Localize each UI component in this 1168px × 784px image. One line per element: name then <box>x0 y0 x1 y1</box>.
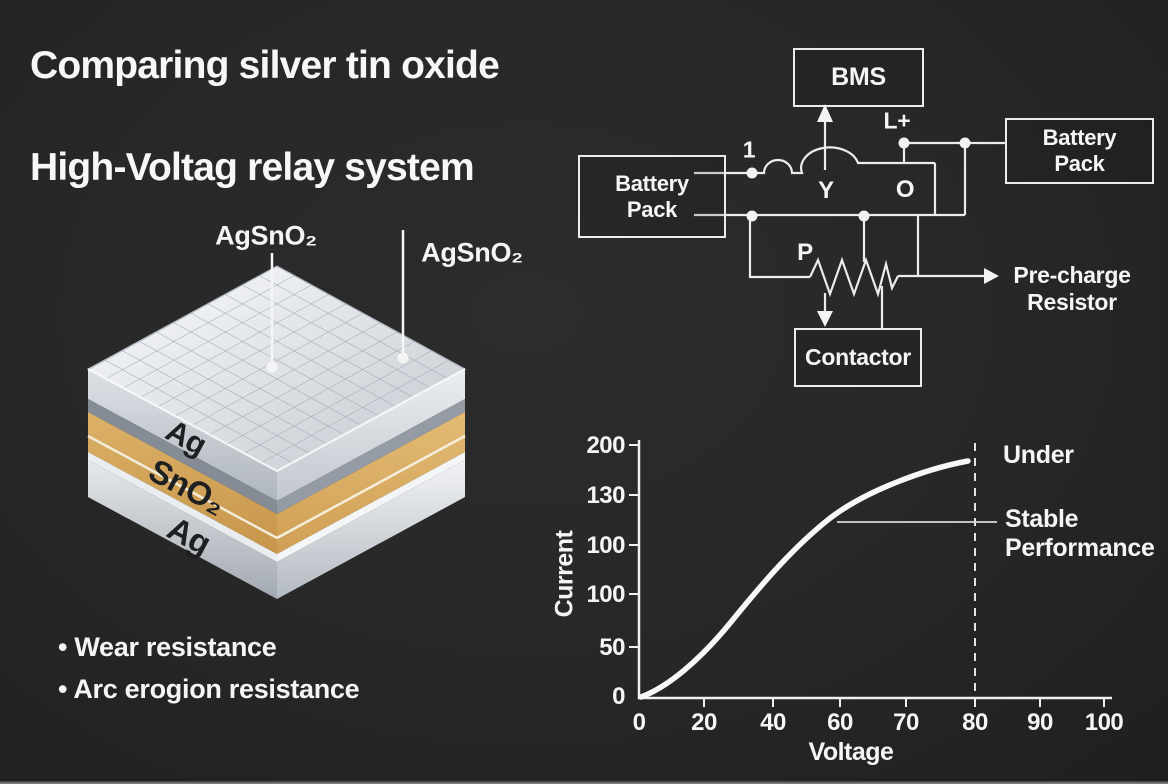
bottom-edge-strip <box>0 781 1168 784</box>
cube-top-rim <box>87 368 466 473</box>
x-tick-80: 80 <box>962 709 988 736</box>
circuit-junction-dots <box>746 104 999 327</box>
node-label-p: P <box>797 239 813 266</box>
cube-left-gold-layer <box>88 412 277 554</box>
material-cube <box>86 230 467 599</box>
current-voltage-curve <box>638 458 971 700</box>
cube-right-top-slab <box>277 369 465 501</box>
chart-axes <box>637 440 1112 700</box>
x-tick-70: 70 <box>893 709 919 736</box>
cube-left-bottom-slab <box>88 460 277 599</box>
battery-pack-left-box: Battery Pack <box>578 155 726 238</box>
x-axis-title: Voltage <box>808 738 894 766</box>
x-tick-60: 60 <box>827 709 853 736</box>
junction-dot-1 <box>746 167 758 179</box>
y-tick-200: 200 <box>586 432 625 459</box>
precharge-arrowhead <box>984 268 999 284</box>
callout-top-label: AgSnO₂ <box>215 220 317 251</box>
x-tick-90: 90 <box>1027 709 1053 736</box>
circuit-wires <box>694 114 1005 328</box>
junction-dot-bottom-mid <box>858 210 870 222</box>
y-tick-marks <box>629 444 639 648</box>
title-line-1: Comparing silver tin oxide <box>30 44 500 87</box>
precharge-resistor-label: Pre-charge Resistor <box>1013 262 1131 315</box>
annotation-stable-performance: Stable Performance <box>1005 505 1155 562</box>
node-label-1: 1 <box>742 136 756 163</box>
cube-right-gray-layer <box>277 399 465 514</box>
x-tick-100: 100 <box>1084 709 1124 736</box>
y-tick-100b: 100 <box>586 581 625 608</box>
x-tick-20: 20 <box>691 709 717 736</box>
y-tick-0: 0 <box>612 683 625 710</box>
node-label-o: O <box>895 176 915 203</box>
resistor-zigzag <box>809 256 899 298</box>
cube-right-gold-layer <box>277 412 465 554</box>
cube-left-top-slab <box>88 369 277 501</box>
title-line-2: High-Voltag relay system <box>30 146 475 189</box>
callout-right-dot <box>397 352 409 364</box>
battery-pack-right-box: Battery Pack <box>1005 118 1154 184</box>
node-label-y: Y <box>818 177 834 204</box>
chart-lines <box>629 440 1112 707</box>
cube-left-white-layer <box>88 452 277 562</box>
y-tick-50: 50 <box>599 634 625 661</box>
page-title: Comparing silver tin oxide High-Voltag r… <box>30 40 500 193</box>
callout-top-dot <box>266 361 278 373</box>
cube-right-bottom-slab <box>277 460 465 599</box>
relay-coil-wire <box>694 146 935 175</box>
cube-right-gold-divider <box>276 434 466 540</box>
bms-box: BMS <box>793 48 924 107</box>
y-tick-100a: 100 <box>586 532 625 559</box>
cube-right-white-layer <box>277 452 465 562</box>
feature-list: Wear resistance Arc erogion resistance <box>58 626 359 710</box>
x-tick-0: 0 <box>632 709 646 736</box>
node-label-lplus: L+ <box>883 107 911 134</box>
cube-left-gold-divider <box>87 434 278 540</box>
x-tick-40: 40 <box>760 709 786 736</box>
contactor-arrowhead <box>817 311 833 327</box>
junction-dot-right <box>959 137 971 149</box>
bms-arrowhead <box>817 104 833 122</box>
annotation-under: Under <box>1003 441 1074 469</box>
junction-dot-bottom-left <box>746 210 758 222</box>
x-tick-marks <box>703 698 1105 707</box>
contactor-box: Contactor <box>794 328 922 387</box>
callout-right-label: AgSnO₂ <box>421 237 523 268</box>
y-tick-130: 130 <box>586 482 625 509</box>
feature-item-arc: Arc erogion resistance <box>58 668 359 710</box>
cube-left-gray-layer <box>88 399 277 514</box>
resistor-left-wire <box>748 216 810 279</box>
junction-dot-lplus <box>898 137 910 149</box>
feature-item-wear: Wear resistance <box>58 626 359 668</box>
